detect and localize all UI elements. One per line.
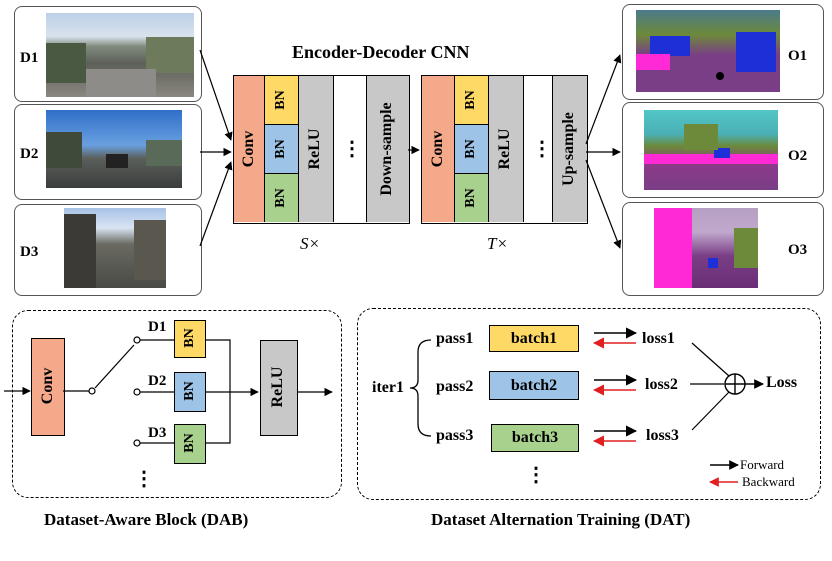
output-map-o1 xyxy=(636,10,780,92)
dab-caption: Dataset-Aware Block (DAB) xyxy=(44,510,249,529)
output-map-o2 xyxy=(644,110,778,190)
dat-pass-3: pass3 xyxy=(436,427,474,444)
decoder-bn-1 xyxy=(455,76,488,125)
encoder-bn-3 xyxy=(265,174,298,222)
input-image-d3 xyxy=(64,208,166,288)
dat-batch-2: batch2 xyxy=(489,371,579,400)
dat-loss-total: Loss xyxy=(766,374,798,391)
dat-loss-1: loss1 xyxy=(642,330,675,347)
dat-brace xyxy=(409,339,432,437)
dab-branch-label-d2: D2 xyxy=(148,373,167,389)
arrow-d1-to-encoder xyxy=(199,49,233,141)
dat-pass-2: pass2 xyxy=(436,378,474,395)
dab-conv xyxy=(31,338,65,436)
dat-loss-2: loss2 xyxy=(645,376,678,393)
dab-bn-3 xyxy=(174,424,206,464)
decoder-relu xyxy=(488,76,524,222)
encoder-conv xyxy=(234,76,265,222)
output-label-o2: O2 xyxy=(788,148,808,164)
output-label-o1: O1 xyxy=(788,48,808,64)
encoder-repeat: S× xyxy=(300,234,320,253)
dat-iter-label: iter1 xyxy=(372,379,404,396)
dab-branch-label-d1: D1 xyxy=(148,319,167,335)
dab-switch-contact-3 xyxy=(133,439,141,447)
arrow-decoder-to-o3 xyxy=(585,159,622,249)
arrow-d3-to-encoder xyxy=(199,161,233,247)
output-label-o3: O3 xyxy=(788,242,808,258)
dat-legend-backward: Backward xyxy=(742,474,795,489)
decoder-dots: ⋮ xyxy=(532,138,552,160)
dat-panel xyxy=(357,308,821,500)
input-label-d2: D2 xyxy=(20,146,39,162)
dab-switch-contact-1 xyxy=(133,336,141,344)
encoder-dots: ⋮ xyxy=(342,138,362,160)
encoder-bn-1 xyxy=(265,76,298,125)
encoder-bn-2 xyxy=(265,125,298,174)
dab-branch-label-d3: D3 xyxy=(148,425,167,441)
decoder-conv xyxy=(422,76,455,222)
diagram-title: Encoder-Decoder CNN xyxy=(292,42,470,62)
decoder-bn-2 xyxy=(455,125,488,174)
dab-panel xyxy=(12,310,342,498)
encoder-relu xyxy=(298,76,334,222)
dat-pass-1: pass1 xyxy=(436,330,474,347)
dab-switch-lever xyxy=(94,344,135,389)
encoder-downsample xyxy=(366,76,409,222)
dat-batch-1: batch1 xyxy=(489,325,579,352)
dab-dots: ⋮ xyxy=(134,468,154,490)
dat-legend-forward: Forward xyxy=(740,457,785,472)
dab-bn-1 xyxy=(174,320,206,358)
dat-caption: Dataset Alternation Training (DAT) xyxy=(431,510,691,529)
dat-batch-3: batch3 xyxy=(491,424,579,452)
output-map-o3 xyxy=(654,208,758,288)
arrow-decoder-to-o1 xyxy=(585,54,622,145)
dat-loss1-to-sum xyxy=(691,342,730,377)
decoder-bn-3 xyxy=(455,174,488,222)
decoder-repeat: T× xyxy=(487,234,508,253)
input-label-d1: D1 xyxy=(20,50,39,66)
dab-switch-contact-2 xyxy=(133,388,141,396)
decoder-block xyxy=(421,75,588,224)
dat-loss3-to-sum xyxy=(691,391,730,431)
input-image-d2 xyxy=(46,110,182,188)
decoder-upsample xyxy=(552,76,587,222)
dab-bn-2 xyxy=(174,372,206,412)
dat-loss-3: loss3 xyxy=(646,427,679,444)
input-image-d1 xyxy=(46,13,194,97)
dab-switch-pivot xyxy=(88,387,96,395)
input-label-d3: D3 xyxy=(20,244,39,260)
dat-dots: ⋮ xyxy=(526,464,546,486)
dab-relu xyxy=(260,340,298,436)
